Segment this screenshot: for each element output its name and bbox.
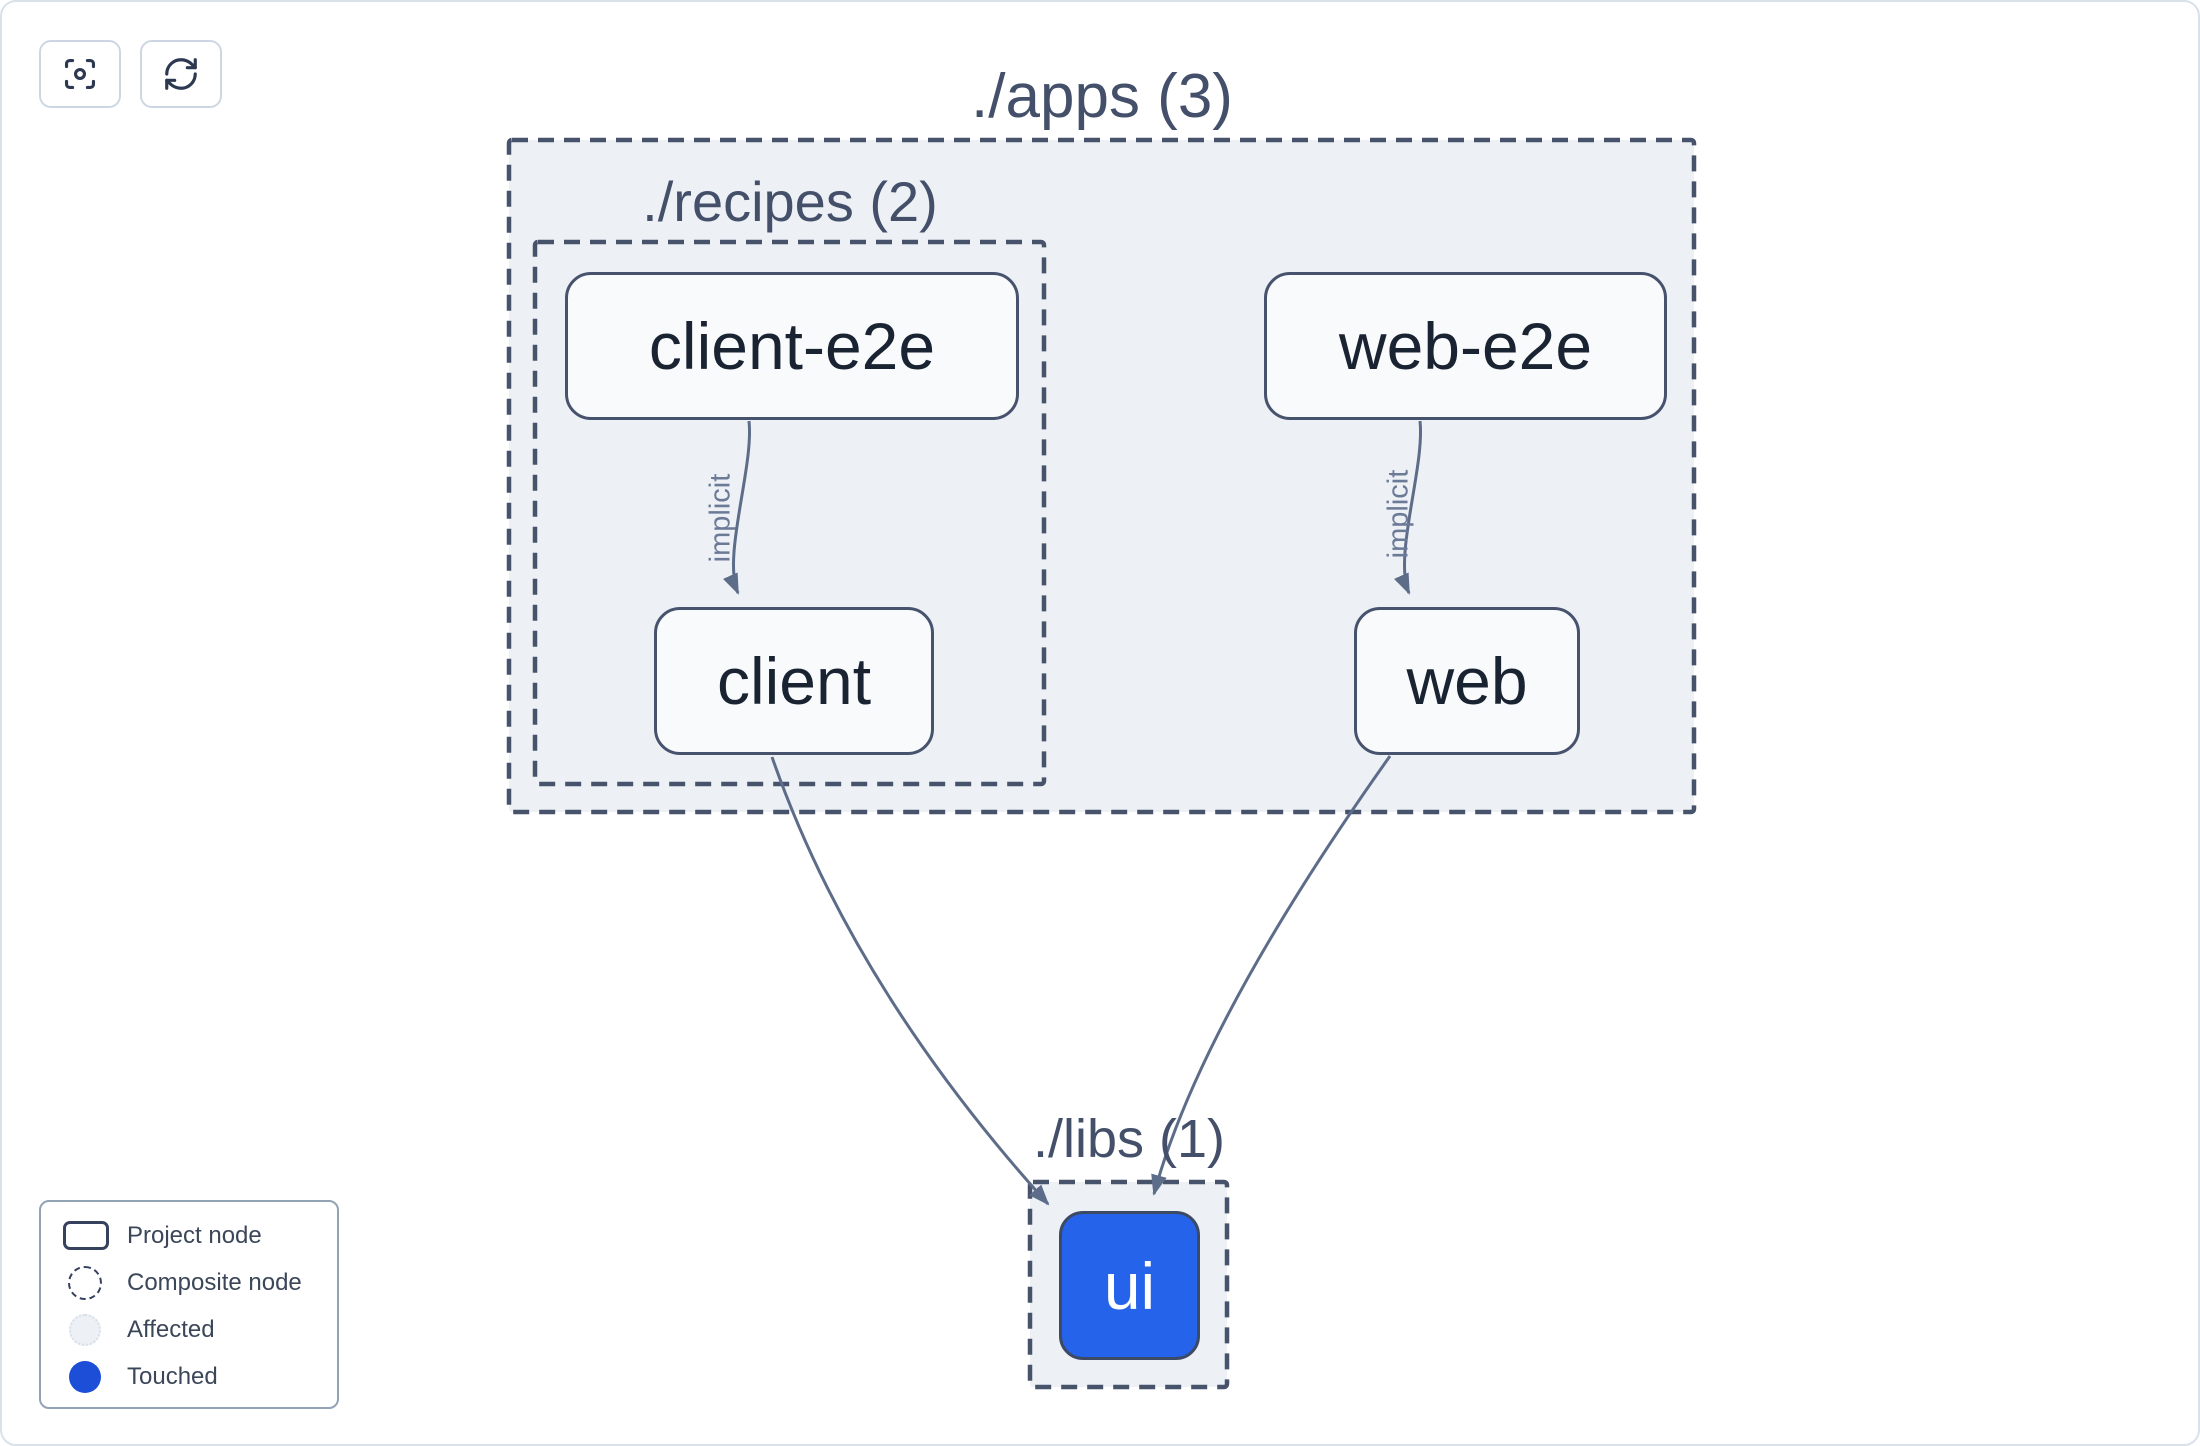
legend-panel: Project node Composite node Affected Tou… bbox=[39, 1200, 339, 1409]
legend-label: Touched bbox=[127, 1362, 218, 1390]
legend-label: Composite node bbox=[127, 1268, 302, 1296]
refresh-cycle-icon bbox=[165, 58, 197, 90]
edge-client-e2e-to-client[interactable] bbox=[722, 420, 752, 595]
project-node-web[interactable]: web bbox=[1354, 607, 1580, 755]
legend-label: Project node bbox=[127, 1221, 262, 1249]
group-title-apps[interactable]: ./apps (3) bbox=[971, 62, 1233, 131]
edge-client-to-ui[interactable] bbox=[770, 756, 1050, 1206]
edge-web-e2e-to-web[interactable] bbox=[1393, 420, 1423, 595]
project-node-ui-touched[interactable]: ui bbox=[1059, 1211, 1200, 1360]
project-node-swatch-icon bbox=[63, 1221, 109, 1250]
edge-label-implicit-web: implicit bbox=[1382, 469, 1415, 559]
group-title-libs[interactable]: ./libs (1) bbox=[1032, 1109, 1226, 1169]
affected-swatch-icon bbox=[69, 1313, 101, 1346]
touched-swatch-icon bbox=[69, 1360, 101, 1393]
project-node-web-e2e[interactable]: web-e2e bbox=[1264, 272, 1667, 420]
project-node-client[interactable]: client bbox=[654, 607, 934, 755]
legend-item-composite-node: Composite node bbox=[41, 1259, 337, 1306]
legend-item-touched: Touched bbox=[41, 1353, 337, 1400]
legend-item-affected: Affected bbox=[41, 1306, 337, 1353]
project-node-client-e2e[interactable]: client-e2e bbox=[565, 272, 1019, 420]
group-title-recipes[interactable]: ./recipes (2) bbox=[642, 170, 938, 233]
composite-node-swatch-icon bbox=[68, 1265, 102, 1300]
edge-label-implicit-client: implicit bbox=[704, 473, 737, 563]
legend-label: Affected bbox=[127, 1315, 215, 1343]
edge-web-to-ui[interactable] bbox=[1151, 755, 1392, 1196]
focus-crosshair-icon bbox=[64, 58, 96, 90]
legend-item-project-node: Project node bbox=[41, 1212, 337, 1259]
refresh-graph-button[interactable] bbox=[140, 40, 222, 108]
focus-graph-button[interactable] bbox=[39, 40, 121, 108]
